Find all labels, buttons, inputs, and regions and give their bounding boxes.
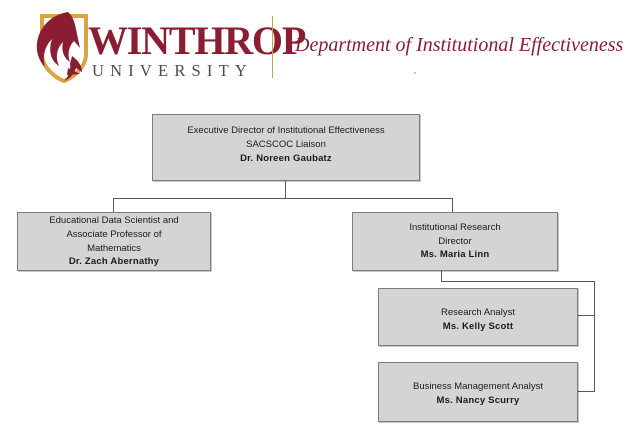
org-node-person: Ms. Nancy Scurry [436,395,520,407]
org-node-line: SACSCOC Liaison [246,138,326,150]
connector-exec-down [285,181,286,199]
org-node-line: Institutional Research [409,221,501,233]
header-divider [272,16,273,78]
org-node-line: Director [438,235,472,247]
org-node-person: Dr. Zach Abernathy [68,256,160,268]
wordmark-secondary: UNIVERSITY [92,61,253,80]
winthrop-wordmark: WINTHROP UNIVERSITY [88,18,306,82]
connector-stub-research-analyst [578,315,595,316]
connector-right-drop [452,198,453,212]
org-node-research-analyst[interactable]: Research Analyst Ms. Kelly Scott [378,288,578,346]
page-header: WINTHROP UNIVERSITY Department of Instit… [0,0,626,96]
winthrop-eagle-shield-logo [28,8,98,86]
org-node-business-management-analyst[interactable]: Business Management Analyst Ms. Nancy Sc… [378,362,578,422]
connector-split-bar [113,198,453,199]
org-node-line: Mathematics [87,242,141,254]
org-node-institutional-research-director[interactable]: Institutional Research Director Ms. Mari… [352,212,558,271]
org-node-person: Ms. Maria Linn [420,249,490,261]
wordmark-primary: WINTHROP [88,18,306,63]
org-node-line: Business Management Analyst [413,381,543,393]
org-node-executive-director[interactable]: Executive Director of Institutional Effe… [152,114,420,181]
org-node-line: Educational Data Scientist and [49,214,179,226]
connector-stub-business-analyst [578,391,595,392]
org-node-person: Ms. Kelly Scott [442,321,514,333]
department-title: Department of Institutional Effectivenes… [295,34,624,56]
org-node-educational-data-scientist[interactable]: Educational Data Scientist and Associate… [17,212,211,271]
org-node-line: Associate Professor of [66,228,162,240]
org-node-line: Executive Director of Institutional Effe… [187,125,385,136]
org-node-person: Dr. Noreen Gaubatz [240,152,332,164]
connector-director-over [441,281,595,282]
organization-chart: Executive Director of Institutional Effe… [0,96,626,444]
org-node-line: Research Analyst [441,307,515,319]
connector-right-trunk [594,281,595,392]
header-speck [414,72,416,74]
connector-director-down [441,271,442,282]
connector-left-drop [113,198,114,212]
